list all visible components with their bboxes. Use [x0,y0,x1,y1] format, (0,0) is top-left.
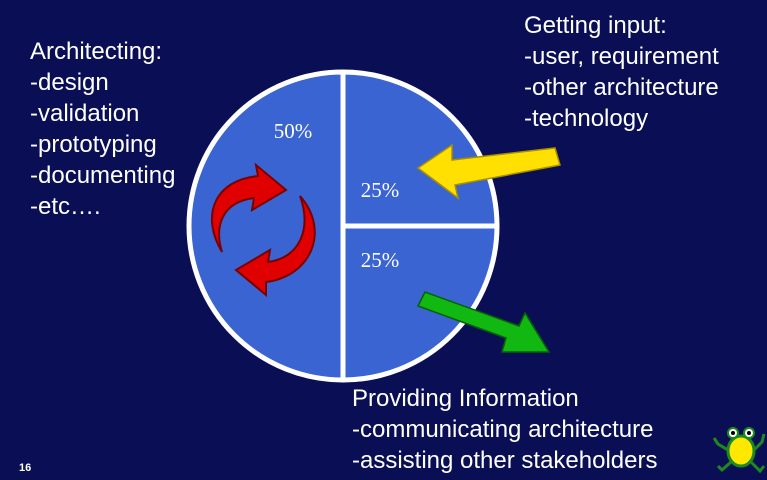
pie-label: 50% [274,119,313,143]
architecting-heading: Architecting: [30,38,163,65]
architecting-item: -validation [30,100,140,127]
providing-info-text: Providing Information -communicating arc… [352,383,657,476]
pie-slice-input [340,69,500,229]
architecting-item: -documenting [30,162,176,189]
pie-slice-architecting [186,69,346,383]
getting-input-item: -user, requirement [524,43,719,70]
input-arrow-icon [416,143,561,200]
getting-input-item: -technology [524,105,649,132]
output-arrow-icon [416,291,551,353]
architecting-item: -design [30,69,109,96]
providing-info-heading: Providing Information [352,385,579,412]
getting-input-text: Getting input: -user, requirement -other… [524,10,719,134]
slide-number: 16 [19,462,32,474]
getting-input-heading: Getting input: [524,12,667,39]
cycle-arrows-icon [211,162,316,298]
architecting-item: -prototyping [30,131,157,158]
pie-labels: 50% 25% 25% [274,119,400,272]
pie-slices [186,69,500,383]
providing-info-item: -communicating architecture [352,416,654,443]
architecting-text: Architecting: -design -validation -proto… [30,36,175,222]
architecting-item: -etc…. [30,193,101,220]
pie-label: 25% [361,178,400,202]
getting-input-item: -other architecture [524,74,719,101]
pie-label: 25% [361,248,400,272]
frog-logo-icon [712,427,766,474]
providing-info-item: -assisting other stakeholders [352,447,658,474]
